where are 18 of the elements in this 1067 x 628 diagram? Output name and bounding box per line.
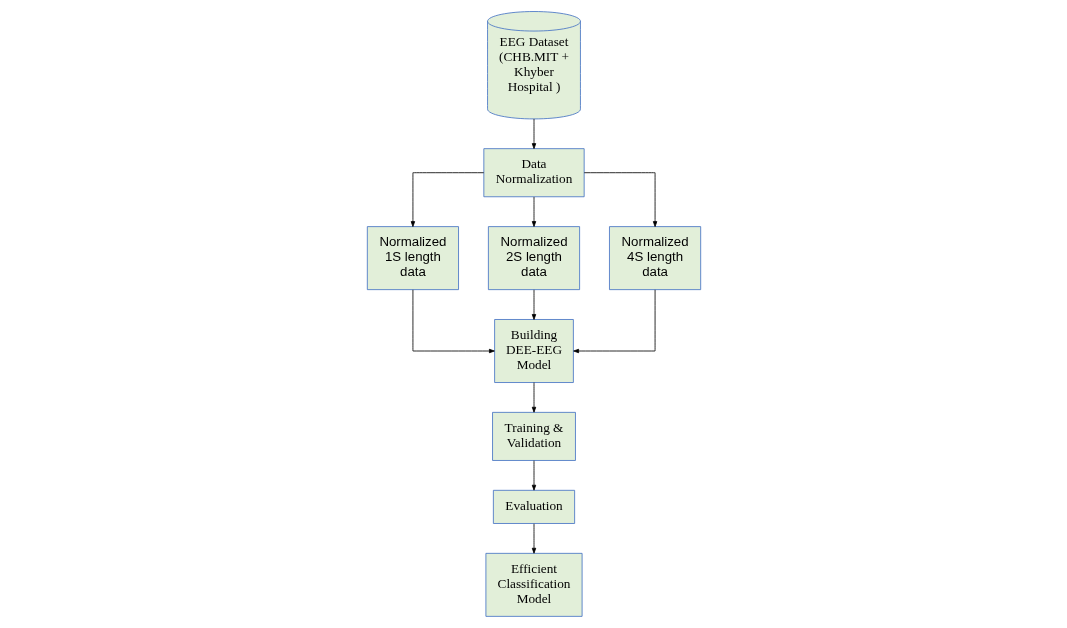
arrow bbox=[410, 172, 484, 227]
node-box: Evaluation bbox=[492, 489, 575, 524]
arrow bbox=[531, 460, 536, 491]
arrow bbox=[572, 289, 655, 354]
arrow bbox=[531, 118, 536, 149]
arrow bbox=[583, 172, 657, 227]
node-box: Building DEE-EEG Model bbox=[493, 319, 574, 383]
node-box: Data Normalization bbox=[482, 148, 585, 198]
arrow bbox=[412, 289, 495, 354]
node-box: Normalized 4S length data bbox=[608, 226, 701, 291]
arrow bbox=[531, 289, 536, 320]
node-box: Training & Validation bbox=[491, 411, 576, 461]
node-box: Efficient Classification Model bbox=[485, 552, 582, 617]
arrow bbox=[531, 196, 536, 227]
node-box: Normalized 1S length data bbox=[366, 226, 459, 291]
arrow bbox=[531, 523, 536, 554]
arrow bbox=[531, 382, 536, 413]
node-box: Normalized 2S length data bbox=[487, 226, 580, 291]
